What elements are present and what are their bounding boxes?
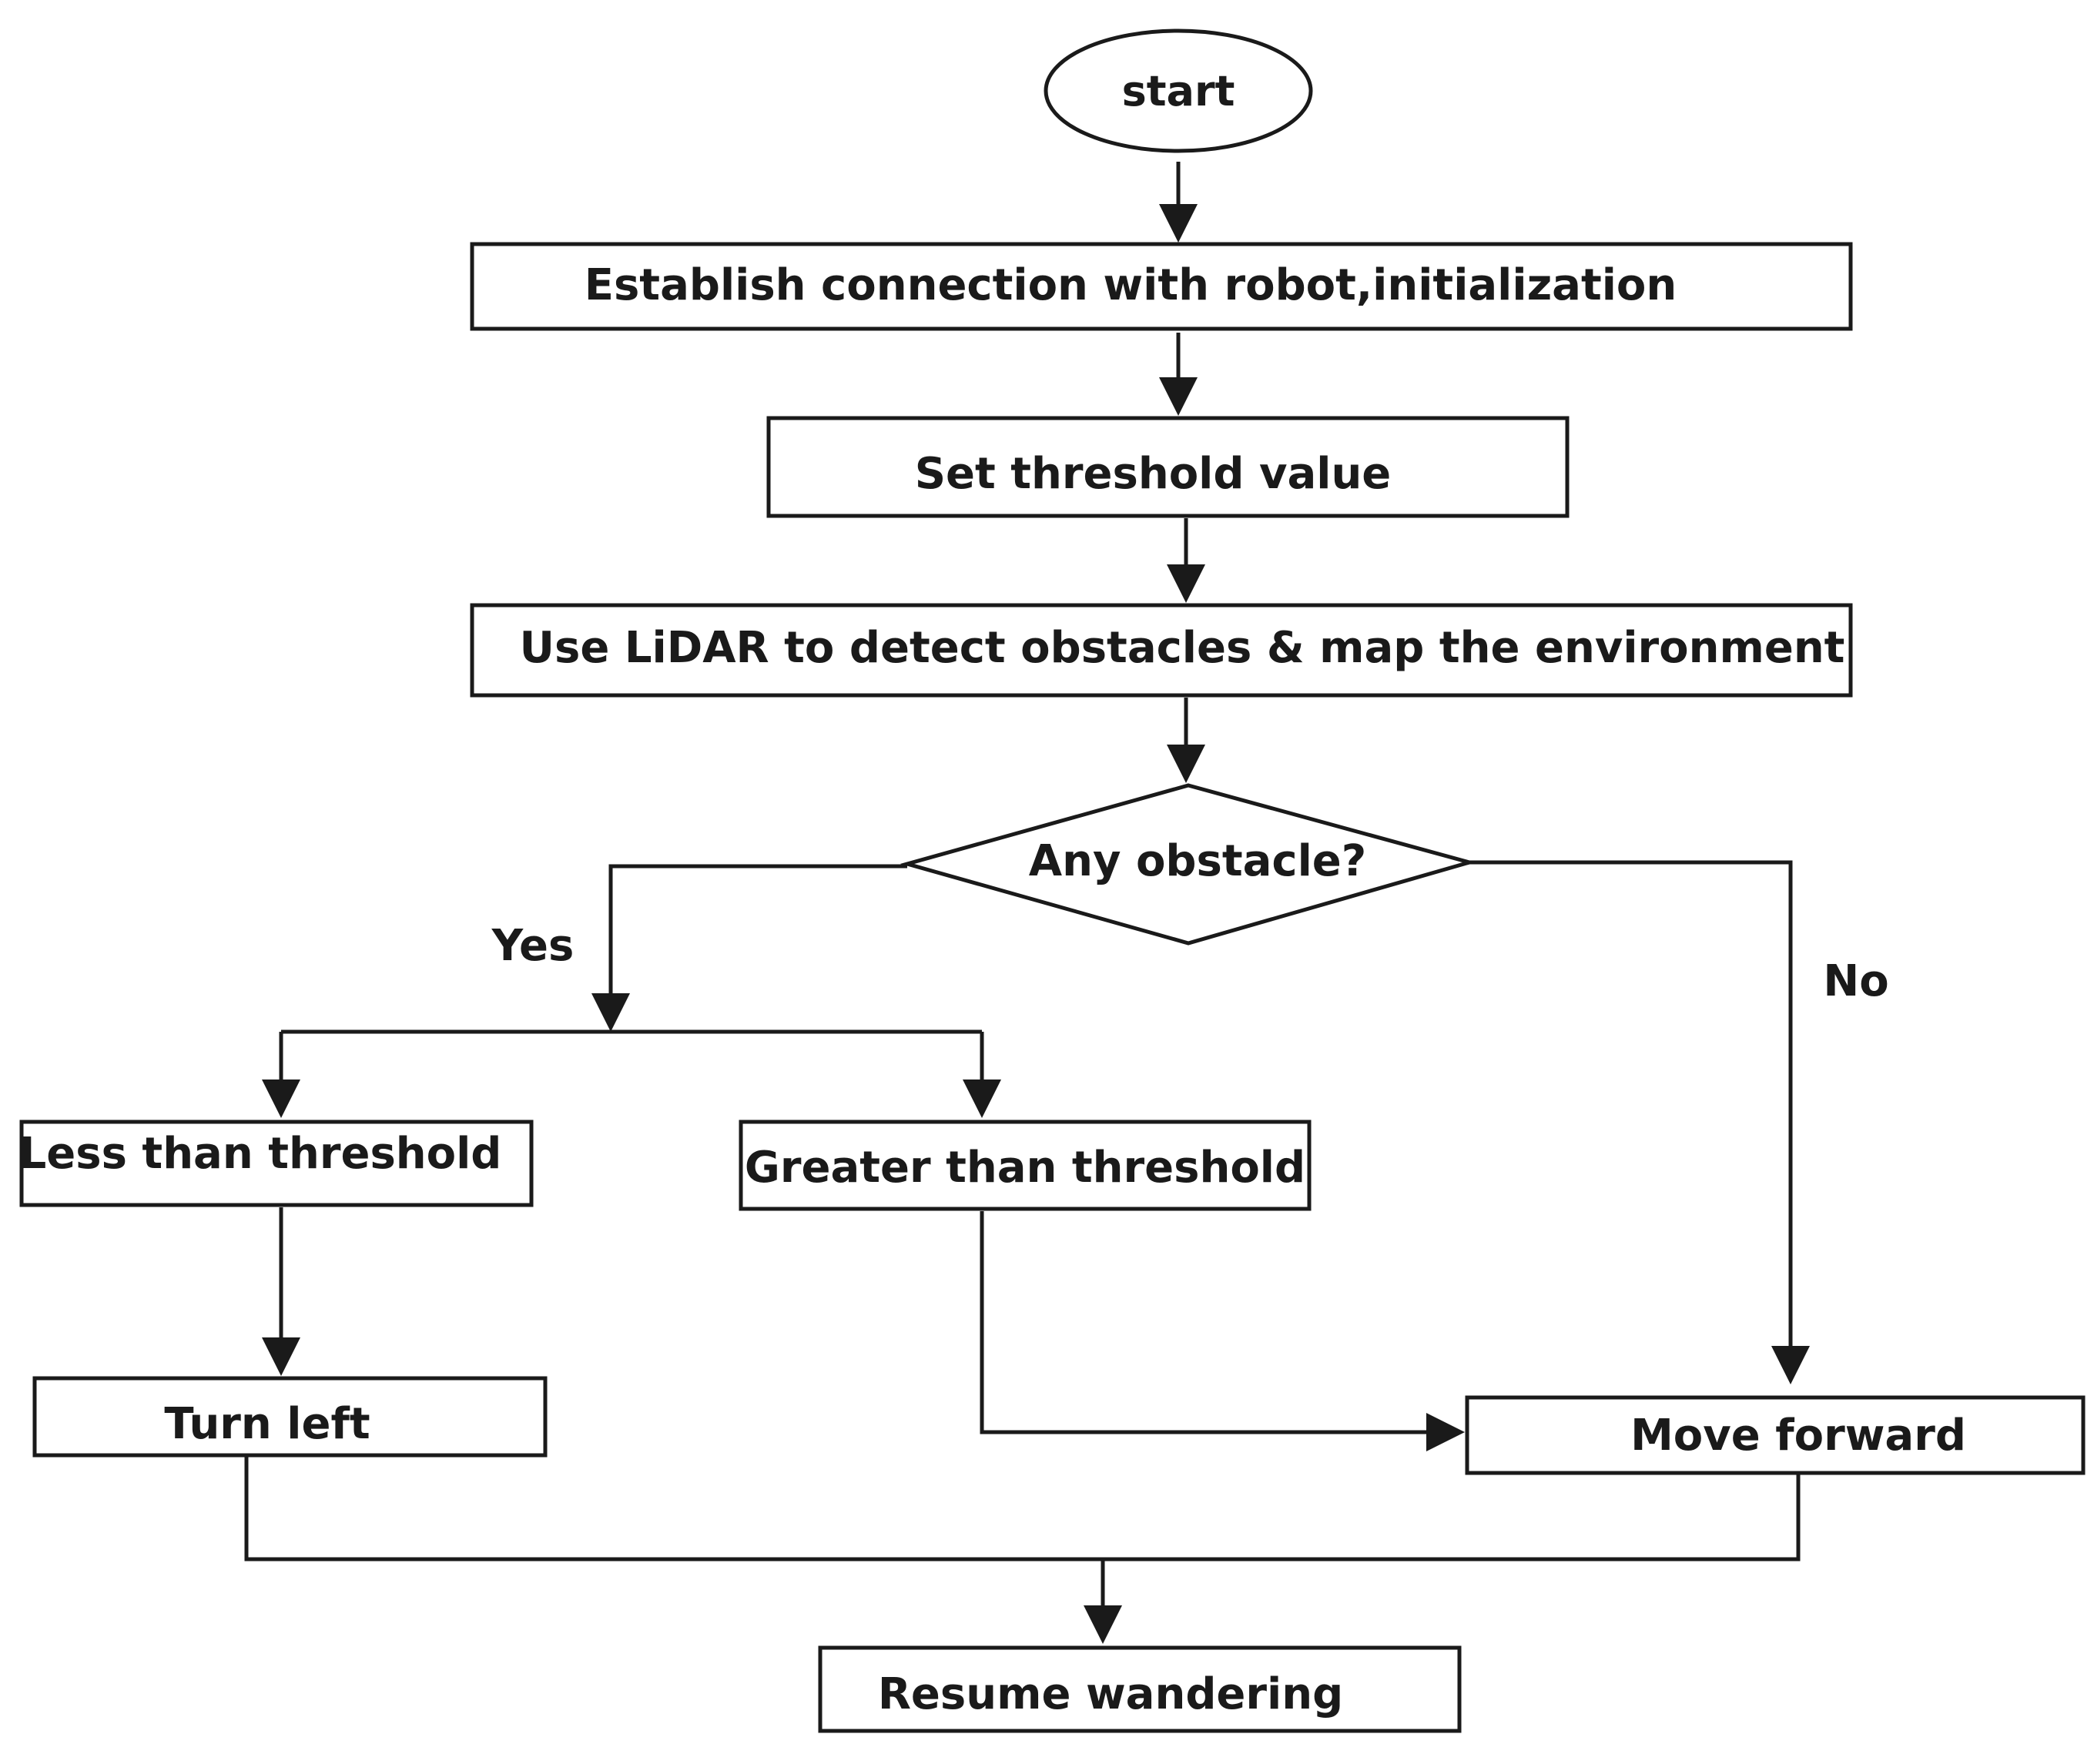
threshold-box bbox=[766, 416, 1570, 518]
edge-greater-moveforward bbox=[980, 1211, 1465, 1451]
less-label: Less than threshold bbox=[19, 1129, 502, 1179]
move-forward-node: Move forward bbox=[1465, 1395, 2086, 1475]
no-label: No bbox=[1823, 956, 1888, 1006]
move-forward-box bbox=[1465, 1395, 2086, 1475]
decision-label: Any obstacle? bbox=[1029, 836, 1367, 886]
lidar-label: Use LiDAR to detect obstacles & map the … bbox=[520, 623, 1845, 673]
greater-box bbox=[739, 1120, 1312, 1211]
turn-left-label: Turn left bbox=[164, 1399, 370, 1449]
edge-decision-no bbox=[1469, 860, 1810, 1384]
less-box bbox=[19, 1120, 534, 1207]
threshold-node: Set threshold value bbox=[766, 416, 1570, 518]
threshold-label: Set threshold value bbox=[915, 449, 1392, 499]
resume-box bbox=[818, 1645, 1462, 1733]
turn-left-node: Turn left bbox=[32, 1376, 548, 1458]
lidar-node: Use LiDAR to detect obstacles & map the … bbox=[470, 603, 1853, 698]
start-ellipse bbox=[1044, 28, 1313, 153]
decision-diamond bbox=[900, 783, 1477, 946]
establish-box bbox=[470, 242, 1853, 331]
start-node: start bbox=[1044, 28, 1313, 153]
edge-decision-yes bbox=[591, 864, 907, 1032]
lidar-box bbox=[470, 603, 1853, 698]
greater-node: Greater than threshold bbox=[739, 1120, 1312, 1211]
start-label: start bbox=[1122, 67, 1235, 115]
edge-merge bbox=[244, 1455, 1801, 1561]
edges bbox=[244, 162, 1810, 1644]
resume-node: Resume wandering bbox=[818, 1645, 1462, 1733]
decision-node: Any obstacle? bbox=[900, 783, 1477, 946]
yes-label: Yes bbox=[491, 921, 575, 971]
less-node: Less than threshold bbox=[19, 1120, 534, 1207]
resume-label: Resume wandering bbox=[878, 1669, 1343, 1719]
establish-label: Establish connection with robot,initiali… bbox=[585, 260, 1677, 310]
establish-node: Establish connection with robot,initiali… bbox=[470, 242, 1853, 331]
greater-label: Greater than threshold bbox=[745, 1143, 1305, 1193]
move-forward-label: Move forward bbox=[1630, 1411, 1966, 1461]
turn-left-box bbox=[32, 1376, 548, 1458]
